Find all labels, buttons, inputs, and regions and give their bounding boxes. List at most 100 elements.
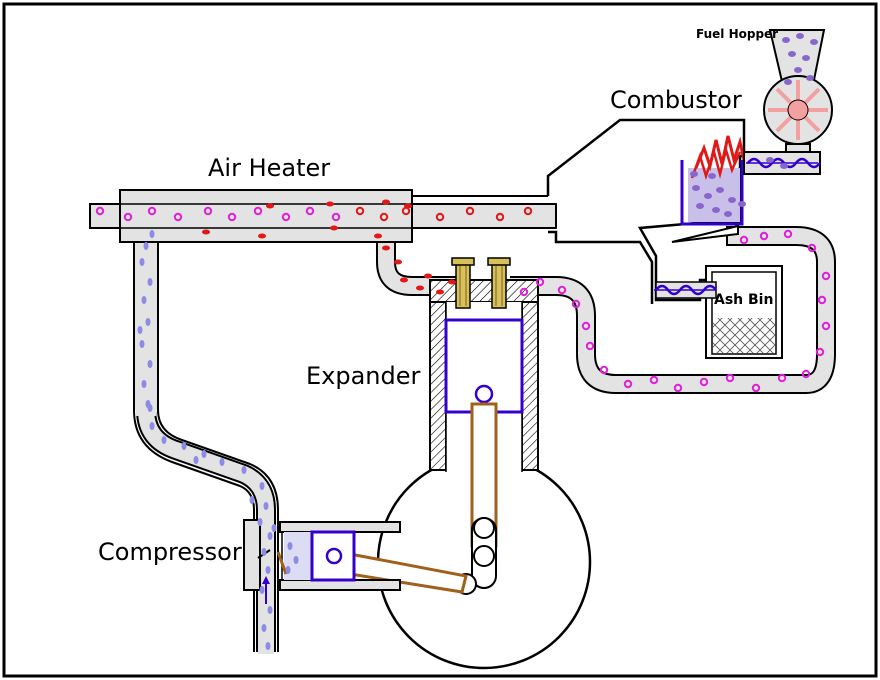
- flow-particle: [173, 212, 183, 222]
- flow-particle: [716, 187, 724, 193]
- flow-particle: [794, 67, 802, 73]
- air-heater: [89, 189, 413, 243]
- flow-particle: [202, 229, 210, 235]
- air-heater-label: Air Heater: [208, 154, 330, 182]
- flow-particle: [305, 206, 315, 216]
- flow-particle: [265, 566, 271, 574]
- ash-bin: [654, 265, 783, 359]
- flow-particle: [796, 33, 804, 39]
- flow-particle: [806, 75, 814, 81]
- flow-particle: [137, 326, 143, 334]
- flow-particle: [249, 496, 255, 504]
- flow-particle: [738, 201, 746, 207]
- flow-particle: [623, 379, 633, 389]
- flow-particle: [704, 193, 712, 199]
- flow-particle: [258, 233, 266, 239]
- flow-particle: [649, 375, 659, 385]
- flow-particle: [139, 258, 145, 266]
- flow-particle: [331, 212, 341, 222]
- flow-particle: [261, 548, 267, 556]
- flow-particle: [181, 442, 187, 450]
- flow-particle: [436, 289, 444, 295]
- flow-particle: [261, 624, 267, 632]
- flow-particle: [141, 296, 147, 304]
- flow-particle: [147, 206, 157, 216]
- valves: [451, 257, 511, 309]
- flow-particle: [287, 542, 293, 550]
- flow-particle: [139, 340, 145, 348]
- flow-particle: [147, 360, 153, 368]
- flow-particle: [708, 173, 716, 179]
- flow-particle: [382, 245, 390, 251]
- flow-particle: [355, 206, 365, 216]
- flow-particle: [379, 212, 389, 222]
- flow-particle: [495, 212, 505, 222]
- flow-particle: [203, 206, 213, 216]
- compressor-label: Compressor: [98, 538, 242, 566]
- flow-particle: [699, 377, 709, 387]
- flow-particle: [728, 197, 736, 203]
- flow-particle: [780, 163, 788, 169]
- flow-particle: [143, 242, 149, 250]
- flow-particle: [227, 212, 237, 222]
- flow-particle: [821, 271, 831, 281]
- flow-particle: [751, 383, 761, 393]
- flow-particle: [801, 369, 811, 379]
- flow-particle: [802, 55, 810, 61]
- flow-particle: [692, 185, 700, 191]
- flow-particle: [219, 458, 225, 466]
- flow-particle: [739, 235, 749, 245]
- flow-particle: [400, 277, 408, 283]
- flow-particle: [265, 642, 271, 650]
- flow-particle: [285, 566, 291, 574]
- flow-particle: [147, 278, 153, 286]
- flow-particle: [263, 502, 269, 510]
- flow-particle: [815, 347, 825, 357]
- flow-particle: [374, 233, 382, 239]
- flow-particle: [266, 203, 274, 209]
- flow-particle: [696, 203, 704, 209]
- flow-particle: [535, 277, 545, 287]
- flow-particle: [281, 212, 291, 222]
- flow-particles: [95, 33, 831, 650]
- flow-particle: [571, 299, 581, 309]
- flow-particle: [465, 206, 475, 216]
- flow-particle: [821, 321, 831, 331]
- flow-particle: [817, 295, 827, 305]
- ash-auger: [655, 284, 717, 296]
- flow-particle: [673, 383, 683, 393]
- combustor-label: Combustor: [610, 86, 742, 114]
- flow-particle: [782, 37, 790, 43]
- flow-particle: [161, 436, 167, 444]
- flow-particle: [581, 321, 591, 331]
- flow-particle: [326, 201, 334, 207]
- flow-particle: [725, 373, 735, 383]
- flow-particle: [788, 51, 796, 57]
- flow-particle: [201, 450, 207, 458]
- flow-particle: [424, 273, 432, 279]
- fuel-hopper: [743, 29, 833, 175]
- flow-particle: [759, 231, 769, 241]
- flow-particle: [404, 203, 412, 209]
- expander-label: Expander: [306, 362, 421, 390]
- flow-particle: [382, 199, 390, 205]
- flow-particle: [259, 482, 265, 490]
- flow-particle: [712, 207, 720, 213]
- flow-particle: [253, 206, 263, 216]
- flow-particle: [267, 606, 273, 614]
- flow-particle: [330, 225, 338, 231]
- flow-particle: [766, 157, 774, 163]
- ash-bin-label: Ash Bin: [714, 292, 773, 308]
- flow-particle: [810, 39, 818, 45]
- flow-particle: [193, 456, 199, 464]
- flow-particle: [777, 373, 787, 383]
- flow-particle: [95, 206, 105, 216]
- flow-particle: [149, 230, 155, 238]
- flow-particle: [241, 466, 247, 474]
- flow-particle: [394, 259, 402, 265]
- flow-particle: [149, 422, 155, 430]
- flow-particle: [293, 556, 299, 564]
- flow-particle: [784, 79, 792, 85]
